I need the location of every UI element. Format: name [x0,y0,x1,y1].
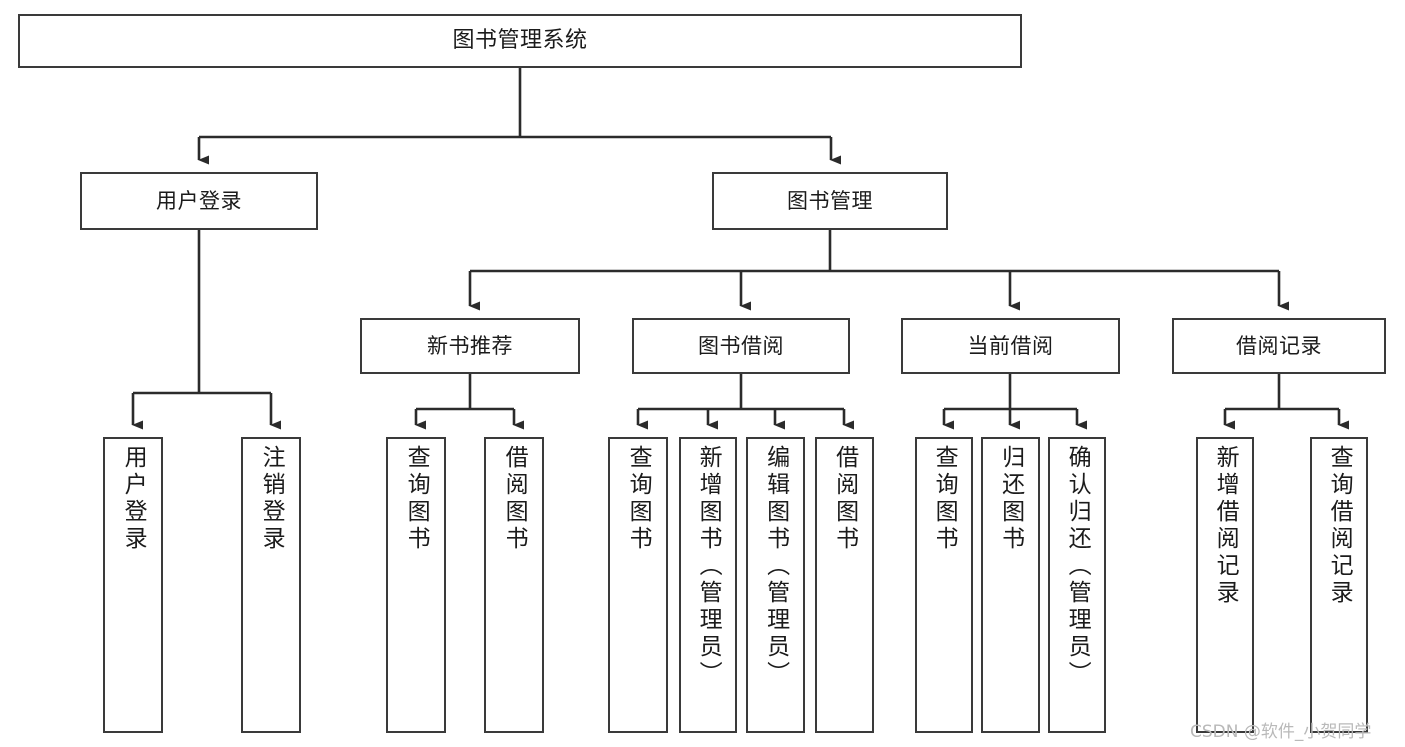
node-label: 当前借阅 [967,333,1054,358]
node-book-borrow[interactable]: 图书借阅 [632,318,850,374]
node-label: 查询借阅记录 [1326,445,1353,607]
node-root-system[interactable]: 图书管理系统 [18,14,1022,68]
node-label: 图书管理 [787,188,873,213]
leaf-borrow-book-recommend[interactable]: 借阅图书 [484,437,544,733]
node-label: 查询图书 [931,445,958,553]
node-label: 确认归还（管理员） [1064,445,1091,688]
node-borrow-record[interactable]: 借阅记录 [1172,318,1386,374]
leaf-query-book-borrow[interactable]: 查询图书 [608,437,668,733]
leaf-add-borrow-record[interactable]: 新增借阅记录 [1196,437,1254,733]
node-label: 用户登录 [120,445,147,553]
node-label: 新增图书（管理员） [695,445,722,688]
csdn-watermark: CSDN @软件_小贺同学 [1190,722,1372,742]
node-label: 查询图书 [403,445,430,553]
node-book-management[interactable]: 图书管理 [712,172,948,230]
node-label: 借阅图书 [831,445,858,553]
node-label: 新书推荐 [427,333,513,358]
node-label: 图书管理系统 [452,28,588,54]
node-label: 用户登录 [156,188,242,213]
node-label: 借阅记录 [1236,333,1322,358]
node-current-borrow[interactable]: 当前借阅 [901,318,1120,374]
node-user-login[interactable]: 用户登录 [80,172,318,230]
leaf-confirm-return-admin[interactable]: 确认归还（管理员） [1048,437,1106,733]
node-new-book-recommend[interactable]: 新书推荐 [360,318,580,374]
leaf-user-logout[interactable]: 注销登录 [241,437,301,733]
leaf-query-borrow-record[interactable]: 查询借阅记录 [1310,437,1368,733]
leaf-add-book-admin[interactable]: 新增图书（管理员） [679,437,737,733]
node-label: 图书借阅 [698,333,784,358]
leaf-query-book-current[interactable]: 查询图书 [915,437,973,733]
leaf-user-login[interactable]: 用户登录 [103,437,163,733]
node-label: 注销登录 [258,445,285,553]
node-label: 借阅图书 [501,445,528,553]
node-label: 编辑图书（管理员） [762,445,789,688]
leaf-borrow-book[interactable]: 借阅图书 [815,437,874,733]
node-label: 新增借阅记录 [1212,445,1239,607]
leaf-edit-book-admin[interactable]: 编辑图书（管理员） [746,437,805,733]
node-label: 归还图书 [997,445,1024,553]
leaf-query-book-recommend[interactable]: 查询图书 [386,437,446,733]
node-label: 查询图书 [625,445,652,553]
leaf-return-book[interactable]: 归还图书 [981,437,1040,733]
